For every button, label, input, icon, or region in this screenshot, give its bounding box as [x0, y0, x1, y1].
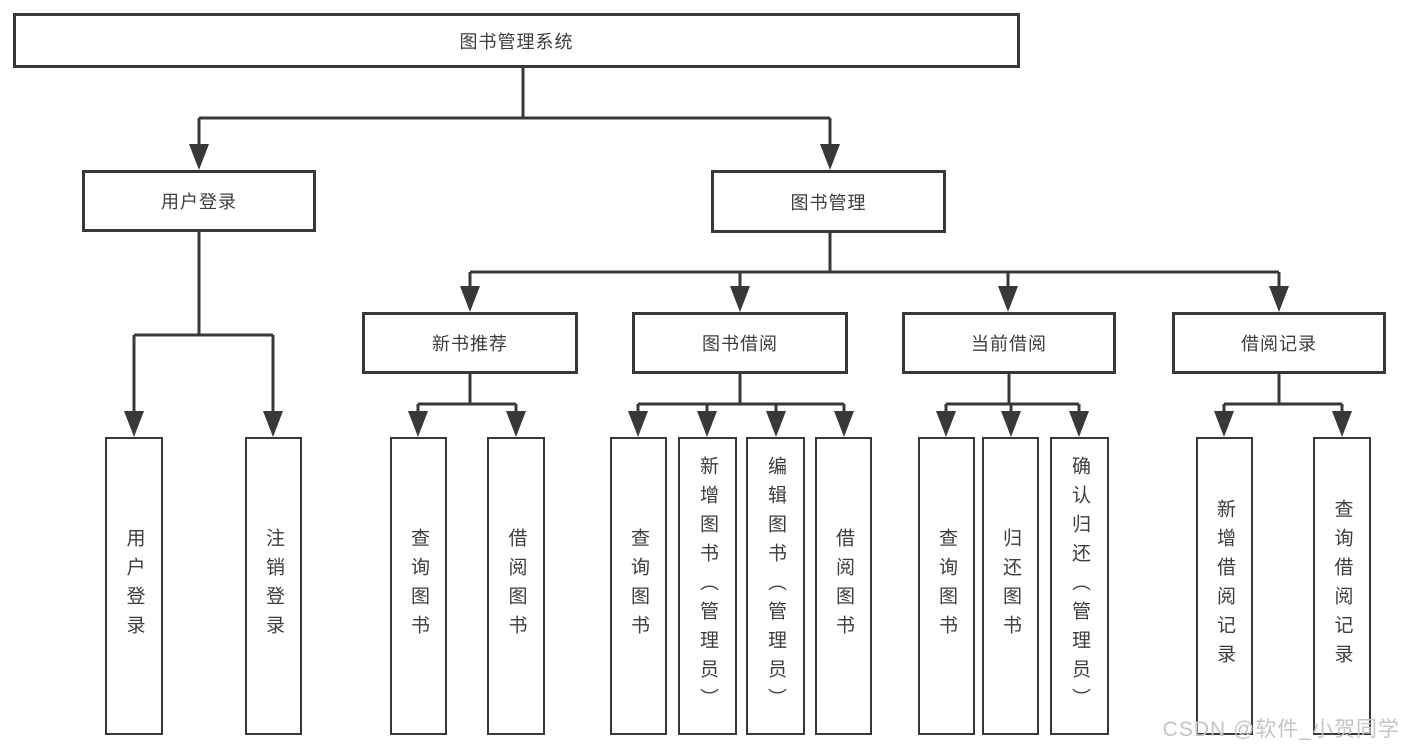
leaf-label: 查询图书: [628, 528, 649, 644]
node-new-book-recommend: 新书推荐: [362, 312, 578, 374]
leaf-label: 归还图书: [1000, 528, 1021, 644]
connector-borrow-records-to-leaves: [1214, 374, 1352, 437]
leaf-query-borrow-record: 查询借阅记录: [1313, 437, 1371, 735]
leaf-label: 查询图书: [408, 528, 429, 644]
connector-book-borrow-to-leaves: [628, 374, 854, 437]
leaf-label: 查询图书: [936, 528, 957, 644]
leaf-borrow-book-recommend: 借阅图书: [487, 437, 545, 735]
connector-new-book-to-leaves: [408, 374, 526, 437]
leaf-label: 确认归还（管理员）: [1069, 455, 1090, 717]
leaf-label: 借阅图书: [833, 528, 854, 644]
leaf-label: 查询借阅记录: [1331, 499, 1353, 673]
node-user-login: 用户登录: [82, 170, 316, 232]
leaf-label: 编辑图书（管理员）: [765, 455, 786, 717]
leaf-user-login: 用户登录: [105, 437, 163, 735]
leaf-label: 注销登录: [263, 528, 284, 644]
connector-root-to-level2: [189, 68, 840, 170]
connector-book-management-to-level3: [460, 233, 1289, 312]
node-book-management: 图书管理: [711, 170, 946, 233]
leaf-label: 用户登录: [123, 528, 145, 644]
leaf-label: 新增图书（管理员）: [697, 455, 718, 717]
csdn-watermark: CSDN @软件_小贺同学: [1162, 718, 1400, 741]
leaf-label: 新增借阅记录: [1214, 499, 1235, 673]
leaf-return-book: 归还图书: [982, 437, 1039, 735]
connector-user-login-to-leaves: [124, 232, 283, 437]
node-borrow-records: 借阅记录: [1172, 312, 1386, 374]
leaf-add-book-admin: 新增图书（管理员）: [678, 437, 737, 735]
leaf-query-book-recommend: 查询图书: [390, 437, 447, 735]
leaf-edit-book-admin: 编辑图书（管理员）: [746, 437, 805, 735]
leaf-label: 借阅图书: [505, 528, 527, 644]
node-root-system: 图书管理系统: [13, 13, 1020, 68]
node-current-borrow: 当前借阅: [902, 312, 1116, 374]
connector-current-borrow-to-leaves: [936, 374, 1089, 437]
leaf-logout: 注销登录: [245, 437, 302, 735]
leaf-query-book-borrow: 查询图书: [610, 437, 667, 735]
leaf-borrow-book: 借阅图书: [815, 437, 872, 735]
node-book-borrow: 图书借阅: [632, 312, 848, 374]
leaf-confirm-return-admin: 确认归还（管理员）: [1050, 437, 1109, 735]
leaf-add-borrow-record: 新增借阅记录: [1196, 437, 1253, 735]
leaf-query-book-current: 查询图书: [918, 437, 975, 735]
